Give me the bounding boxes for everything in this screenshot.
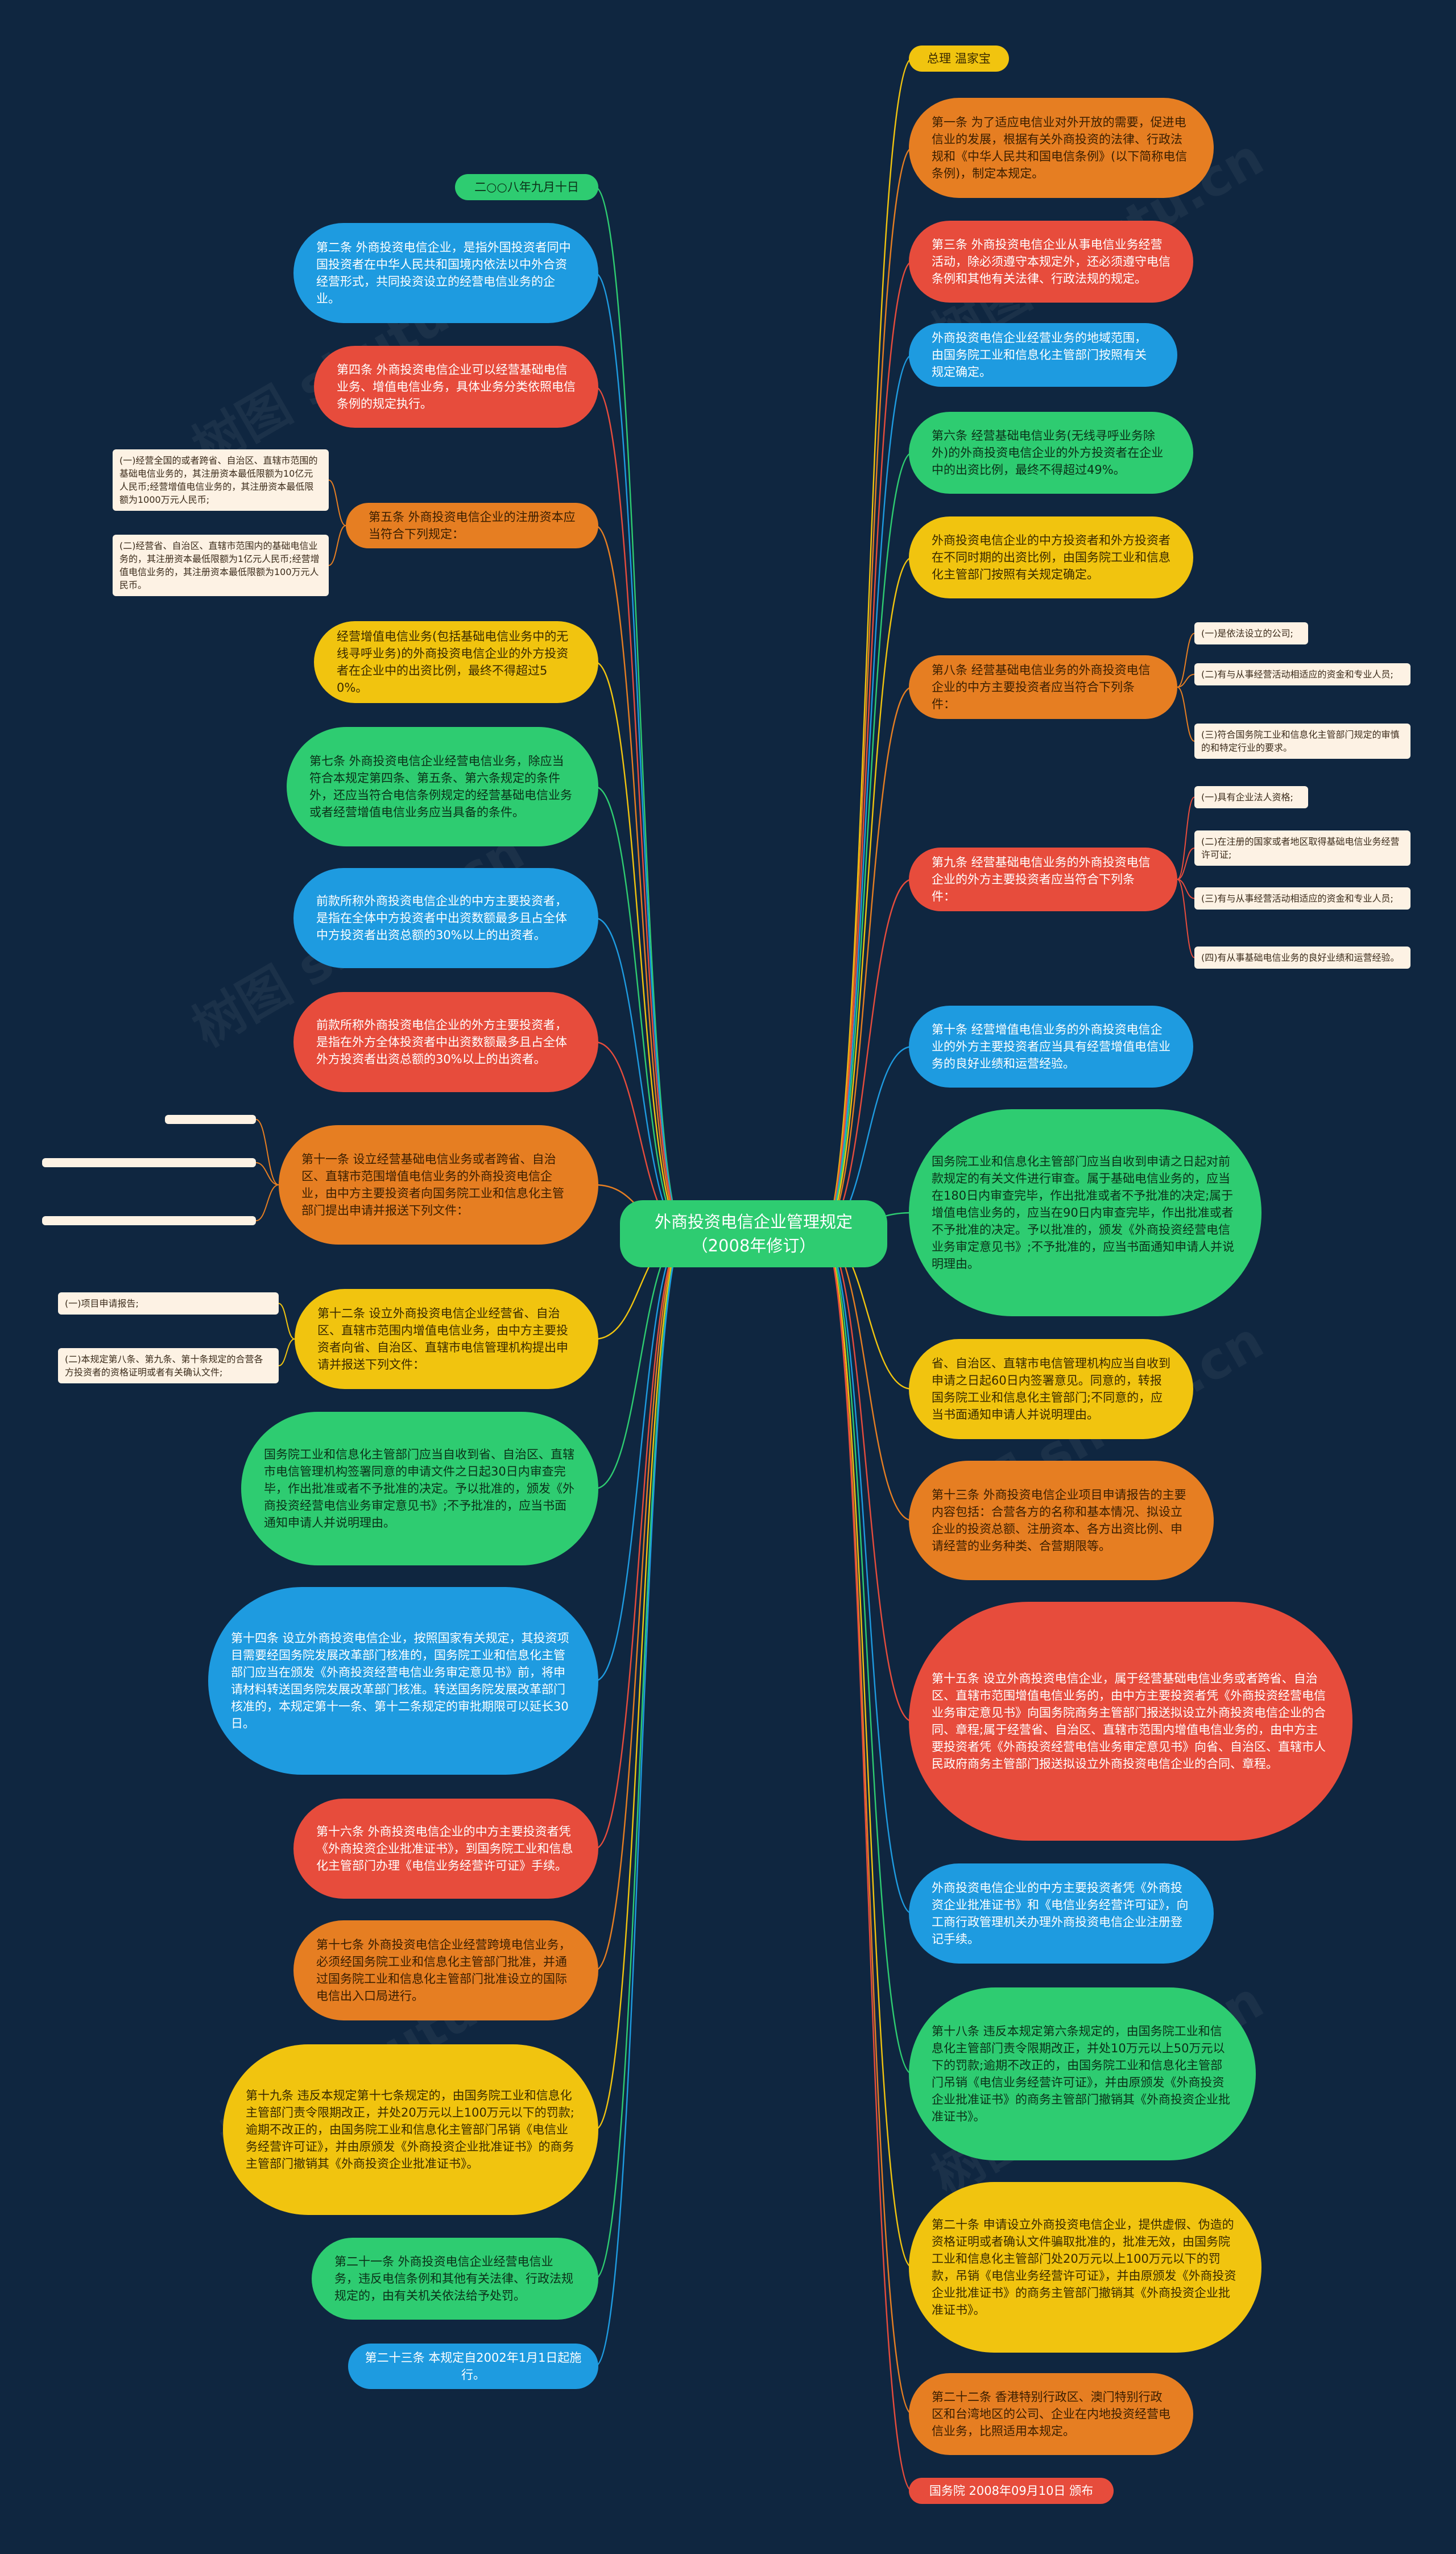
- connector-line: [1177, 879, 1195, 958]
- topic-node[interactable]: 二○○八年九月十日: [455, 174, 598, 200]
- connector-line: [821, 354, 913, 1235]
- leaf-note[interactable]: [42, 1216, 256, 1225]
- topic-node[interactable]: 第二十三条 本规定自2002年1月1日起施行。: [348, 2344, 598, 2389]
- connector-line: [821, 1233, 913, 2492]
- connector-line: [278, 1338, 295, 1366]
- topic-node[interactable]: 第四条 外商投资电信企业可以经营基础电信业务、增值电信业务，具体业务分类依照电信…: [314, 346, 598, 428]
- connector-line: [821, 1233, 913, 2415]
- connector-line: [594, 1233, 686, 2280]
- leaf-note[interactable]: (一)是依法设立的公司;: [1194, 622, 1308, 644]
- connector-line: [821, 1233, 913, 2075]
- topic-node[interactable]: 第十三条 外商投资电信企业项目申请报告的主要内容包括：合营各方的名称和基本情况、…: [909, 1461, 1214, 1580]
- topic-node[interactable]: 第十九条 违反本规定第十七条规定的，由国务院工业和信息化主管部门责令限期改正，并…: [223, 2044, 598, 2215]
- topic-node[interactable]: 省、自治区、直辖市电信管理机构应当自收到申请之日起60日内签署意见。同意的，转报…: [909, 1339, 1193, 1439]
- connector-line: [1177, 687, 1195, 742]
- connector-line: [328, 480, 346, 526]
- leaf-note[interactable]: (二)经营省、自治区、直辖市范围内的基础电信业务的，其注册资本最低限额为1亿元人…: [113, 535, 329, 596]
- topic-node[interactable]: 第十八条 违反本规定第六条规定的，由国务院工业和信息化主管部门责令限期改正，并处…: [909, 1987, 1256, 2160]
- topic-node[interactable]: 第十一条 设立经营基础电信业务或者跨省、自治区、直辖市范围增值电信业务的外商投资…: [279, 1125, 598, 1245]
- topic-node[interactable]: 第五条 外商投资电信企业的注册资本应当符合下列规定：: [346, 503, 598, 548]
- connector-line: [594, 786, 686, 1235]
- connector-line: [1177, 848, 1195, 880]
- connector-line: [594, 272, 686, 1235]
- leaf-note[interactable]: [42, 1158, 256, 1167]
- connector-line: [821, 261, 913, 1235]
- topic-node[interactable]: 第十六条 外商投资电信企业的中方主要投资者凭《外商投资企业批准证书》，到国务院工…: [293, 1799, 598, 1899]
- leaf-note[interactable]: (二)在注册的国家或者地区取得基础电信业务经营许可证;: [1194, 830, 1410, 866]
- leaf-note[interactable]: (二)有与从事经营活动相适应的资金和专业人员;: [1194, 663, 1410, 685]
- connector-line: [821, 1233, 913, 1915]
- connector-line: [594, 1233, 686, 1972]
- topic-node[interactable]: 第八条 经营基础电信业务的外商投资电信企业的中方主要投资者应当符合下列条件：: [909, 655, 1177, 719]
- topic-node[interactable]: 外商投资电信企业的中方主要投资者凭《外商投资企业批准证书》和《电信业务经营许可证…: [909, 1863, 1214, 1964]
- topic-node[interactable]: 第二条 外商投资电信企业，是指外国投资者同中国投资者在中华人民共和国境内依法以中…: [293, 223, 598, 323]
- topic-node[interactable]: 外商投资电信企业的中方投资者和外方投资者在不同时期的出资比例，由国务院工业和信息…: [909, 516, 1193, 598]
- topic-node[interactable]: 第十七条 外商投资电信企业经营跨境电信业务，必须经国务院工业和信息化主管部门批准…: [293, 1920, 598, 2020]
- leaf-note[interactable]: (三)有与从事经营活动相适应的资金和专业人员;: [1194, 887, 1410, 910]
- leaf-note[interactable]: (一)具有企业法人资格;: [1194, 786, 1308, 808]
- leaf-note[interactable]: (四)有从事基础电信业务的良好业绩和运营经验。: [1194, 947, 1410, 969]
- connector-line: [821, 686, 913, 1235]
- topic-node[interactable]: 国务院工业和信息化主管部门应当自收到申请之日起对前款规定的有关文件进行审查。属于…: [909, 1109, 1261, 1316]
- connector-line: [1177, 673, 1195, 688]
- topic-node[interactable]: 经营增值电信业务(包括基础电信业务中的无线寻呼业务)的外商投资电信企业的外方投资…: [314, 621, 598, 703]
- topic-node[interactable]: 第十四条 设立外商投资电信企业，按照国家有关规定，其投资项目需要经国务院发展改革…: [208, 1587, 598, 1775]
- connector-line: [1177, 796, 1195, 880]
- topic-node[interactable]: 第二十二条 香港特别行政区、澳门特别行政区和台湾地区的公司、企业在内地投资经营电…: [909, 2373, 1193, 2455]
- leaf-note[interactable]: [165, 1115, 256, 1124]
- leaf-note[interactable]: (三)符合国务院工业和信息化主管部门规定的审慎的和特定行业的要求。: [1194, 724, 1410, 759]
- connector-line: [821, 147, 913, 1235]
- topic-node[interactable]: 第二十一条 外商投资电信企业经营电信业务，违反电信条例和其他有关法律、行政法规规…: [312, 2238, 598, 2320]
- topic-node[interactable]: 第二十条 申请设立外商投资电信企业，提供虚假、伪造的资格证明或者确认文件骗取批准…: [909, 2182, 1261, 2353]
- connector-line: [255, 1184, 279, 1221]
- topic-node[interactable]: 外商投资电信企业经营业务的地域范围，由国务院工业和信息化主管部门按照有关规定确定…: [909, 323, 1177, 387]
- connector-line: [1177, 879, 1195, 899]
- topic-node[interactable]: 第一条 为了适应电信业对外开放的需要，促进电信业的发展，根据有关外商投资的法律、…: [909, 98, 1214, 198]
- topic-node[interactable]: 国务院工业和信息化主管部门应当自收到省、自治区、直辖市电信管理机构签署同意的申请…: [241, 1412, 598, 1565]
- topic-node[interactable]: 前款所称外商投资电信企业的中方主要投资者，是指在全体中方投资者中出资数额最多且占…: [293, 868, 598, 968]
- topic-node[interactable]: 第十条 经营增值电信业务的外商投资电信企业的外方主要投资者应当具有经营增值电信业…: [909, 1006, 1193, 1088]
- topic-node[interactable]: 第十五条 设立外商投资电信企业，属于经营基础电信业务或者跨省、自治区、直辖市范围…: [909, 1602, 1352, 1841]
- topic-node[interactable]: 国务院 2008年09月10日 颁布: [909, 2478, 1114, 2504]
- connector-line: [821, 878, 913, 1235]
- connector-line: [255, 1119, 279, 1185]
- topic-node[interactable]: 第九条 经营基础电信业务的外商投资电信企业的外方主要投资者应当符合下列条件：: [909, 848, 1177, 911]
- connector-line: [594, 1233, 686, 2367]
- connector-line: [328, 525, 346, 566]
- connector-line: [594, 661, 686, 1235]
- connector-line: [594, 1233, 686, 1682]
- topic-node[interactable]: 总理 温家宝: [909, 46, 1009, 72]
- topic-node[interactable]: 第七条 外商投资电信企业经营电信业务，除应当符合本规定第四条、第五条、第六条规定…: [287, 727, 598, 846]
- topic-node[interactable]: 前款所称外商投资电信企业的外方主要投资者，是指在外方全体投资者中出资数额最多且占…: [293, 992, 598, 1092]
- connector-line: [821, 452, 913, 1235]
- topic-node[interactable]: 第十二条 设立外商投资电信企业经营省、自治区、直辖市范围内增值电信业务，由中方主…: [295, 1289, 598, 1389]
- connector-line: [594, 386, 686, 1235]
- topic-node[interactable]: 第三条 外商投资电信企业从事电信业务经营活动，除必须遵守本规定外，还必须遵守电信…: [909, 221, 1193, 303]
- connector-line: [594, 186, 686, 1235]
- connector-line: [821, 1233, 913, 2268]
- connector-line: [1177, 633, 1195, 688]
- connector-line: [255, 1162, 279, 1185]
- topic-node[interactable]: 第六条 经营基础电信业务(无线寻呼业务除外)的外商投资电信企业的外方投资者在企业…: [909, 412, 1193, 494]
- connector-line: [821, 556, 913, 1235]
- connector-line: [278, 1303, 295, 1340]
- connector-line: [594, 1233, 686, 1850]
- connector-line: [594, 524, 686, 1235]
- leaf-note[interactable]: (一)经营全国的或者跨省、自治区、直辖市范围的基础电信业务的，其注册资本最低限额…: [113, 449, 329, 511]
- connector-line: [594, 1233, 686, 2131]
- root-topic[interactable]: 外商投资电信企业管理规定（2008年修订）: [620, 1200, 887, 1267]
- leaf-note[interactable]: (二)本规定第八条、第九条、第十条规定的合营各方投资者的资格证明或者有关确认文件…: [58, 1348, 279, 1383]
- leaf-note[interactable]: (一)项目申请报告;: [58, 1292, 279, 1315]
